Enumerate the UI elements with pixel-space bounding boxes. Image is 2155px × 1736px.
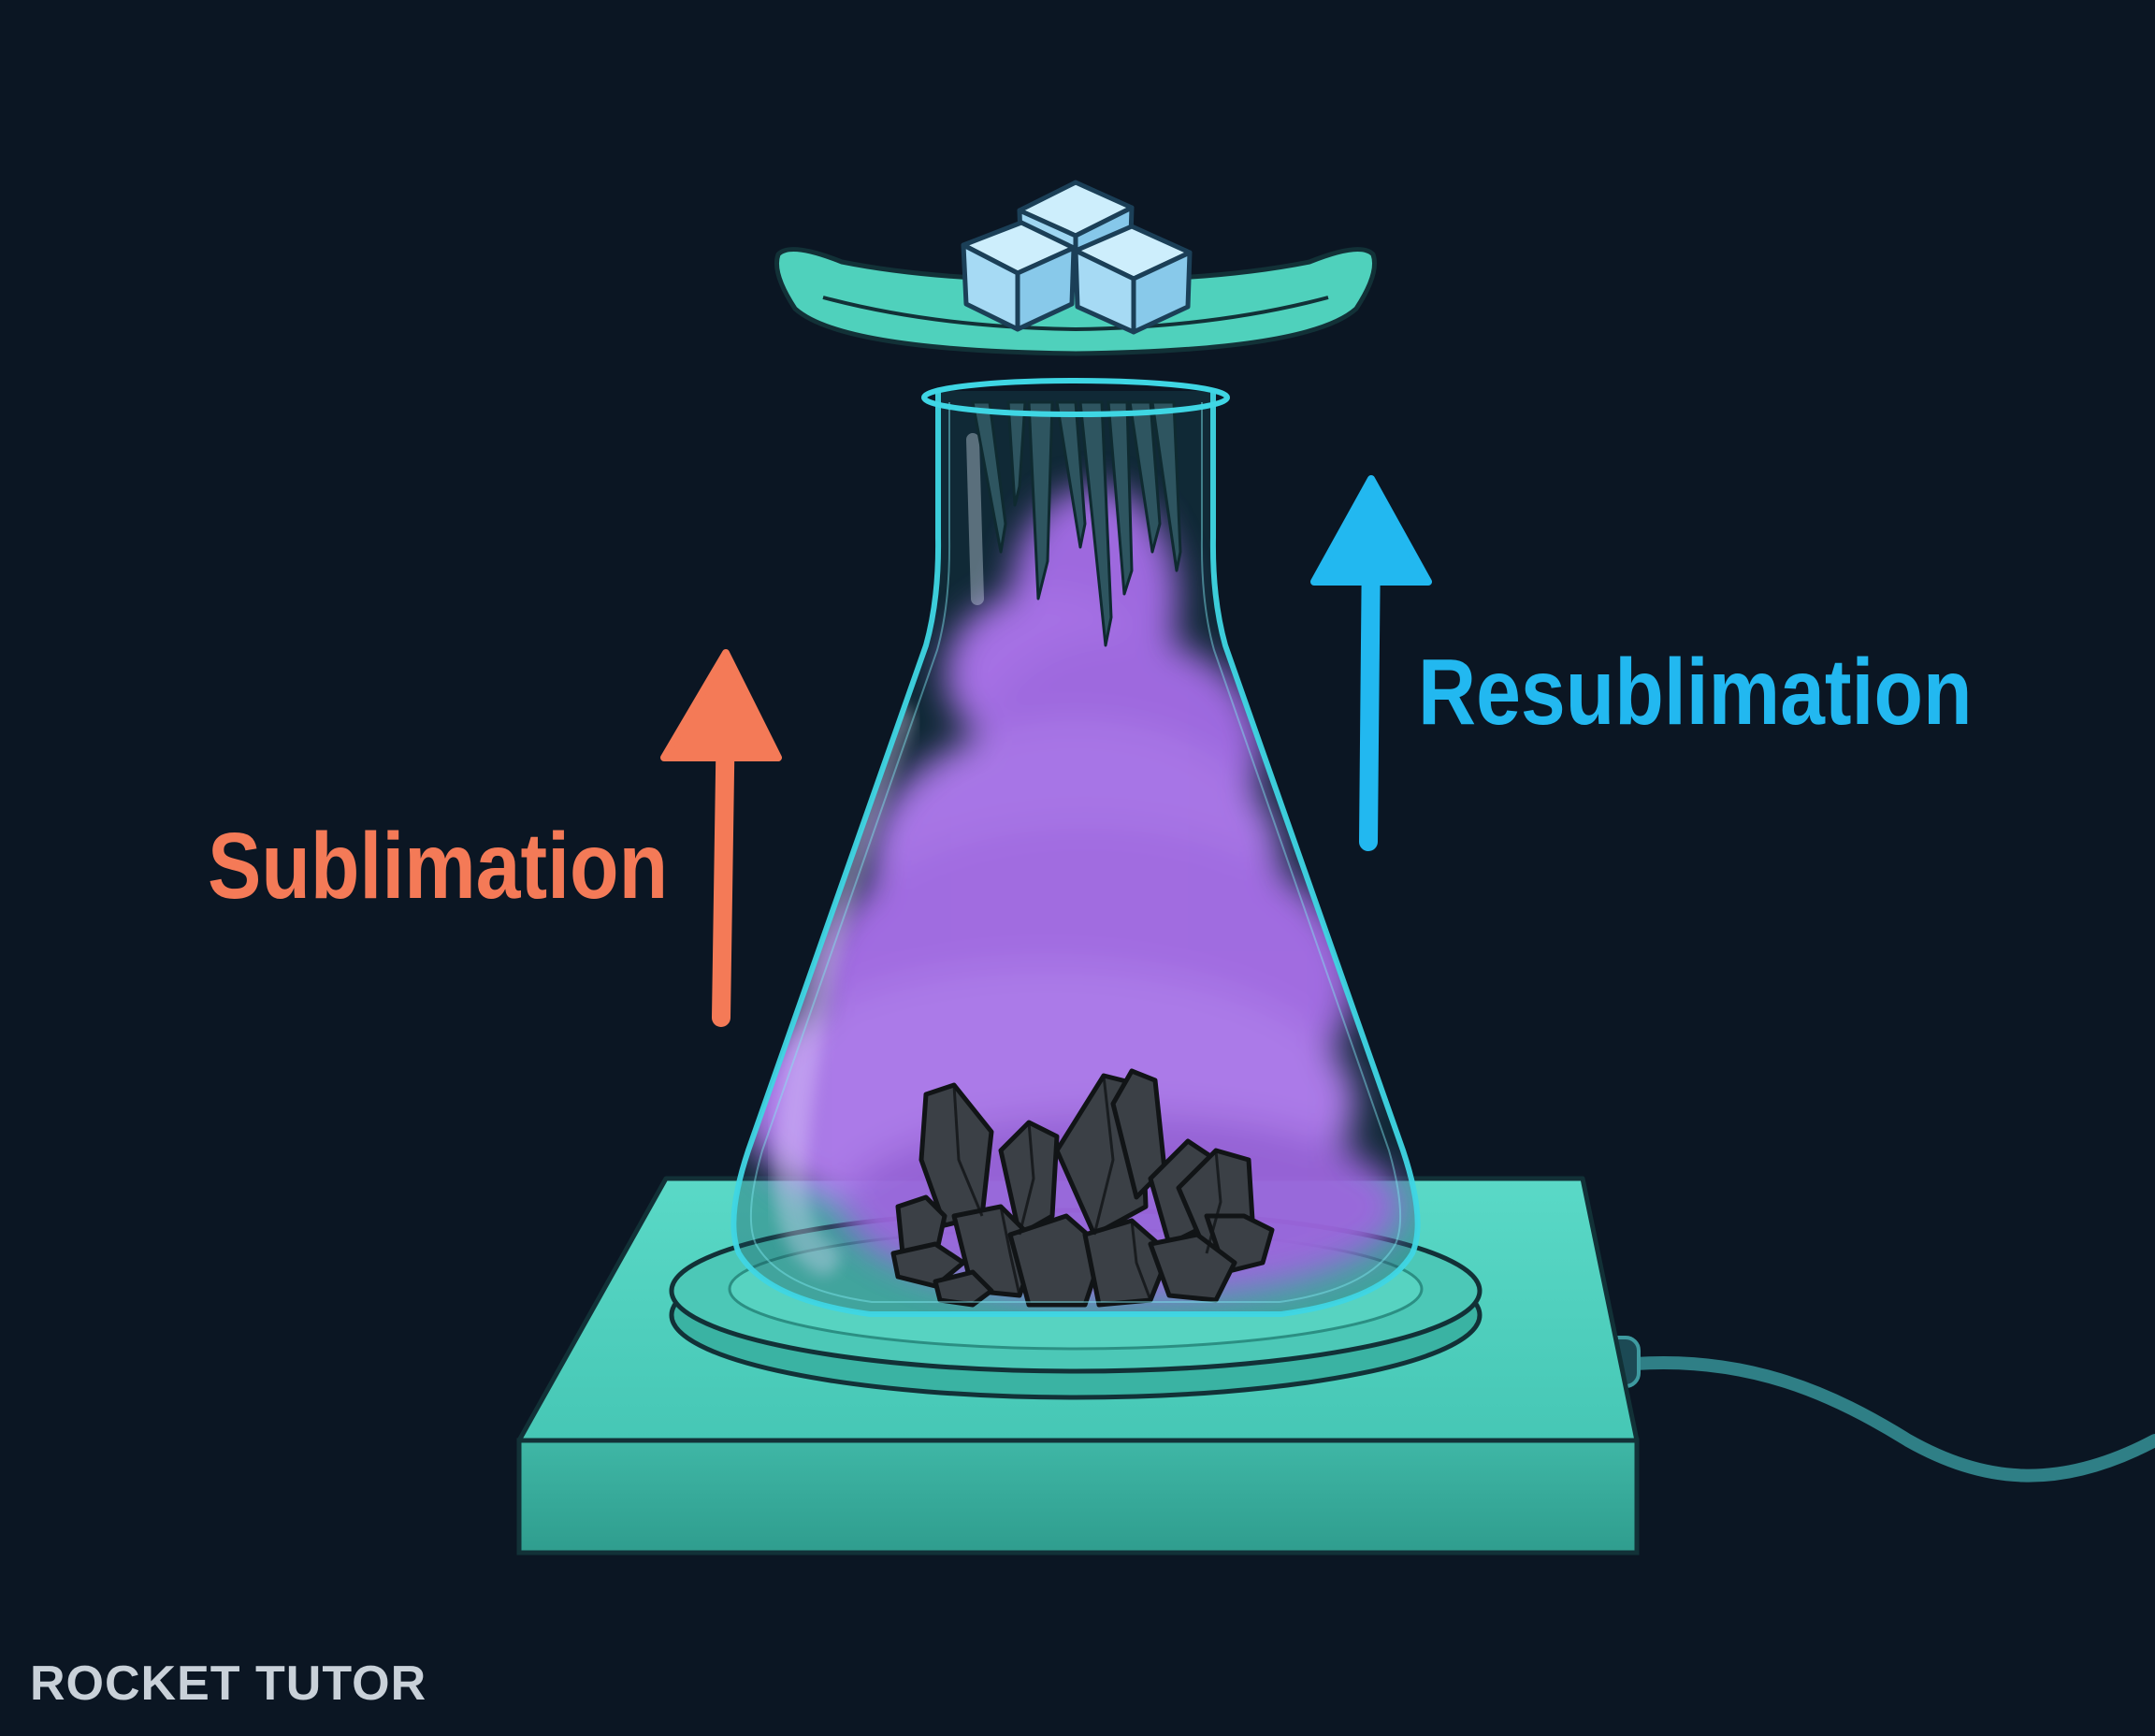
hot-plate xyxy=(516,1176,1640,1555)
glass-highlight-neck xyxy=(966,433,984,605)
sublimation-label: Sublimation xyxy=(208,814,669,919)
resublimation-arrow-shaft xyxy=(1359,533,1381,851)
power-cable xyxy=(1628,1356,2155,1483)
hot-plate-front xyxy=(516,1438,1640,1555)
cooling-dish-inner xyxy=(822,296,1329,332)
iodine-crystals xyxy=(890,1068,1275,1308)
flask-inner-outline xyxy=(749,402,1402,1303)
ice-cubes xyxy=(961,180,1193,335)
resublimation-label: Resublimation xyxy=(1418,640,1973,745)
sublimation-arrow xyxy=(660,649,782,1027)
brand-logo: ROCKET TUTOR xyxy=(30,1656,427,1711)
sublimation-arrow-shaft xyxy=(712,702,735,1027)
flask-rim xyxy=(921,378,1230,417)
arrow-up-icon xyxy=(1310,475,1432,586)
ice-cube-right xyxy=(1073,224,1193,335)
resublimation-arrow xyxy=(1310,475,1432,851)
erlenmeyer-flask xyxy=(730,391,1421,1317)
ice-cube-left xyxy=(961,220,1077,332)
needle-crystals xyxy=(971,400,1182,647)
arrow-up-icon xyxy=(660,649,782,761)
